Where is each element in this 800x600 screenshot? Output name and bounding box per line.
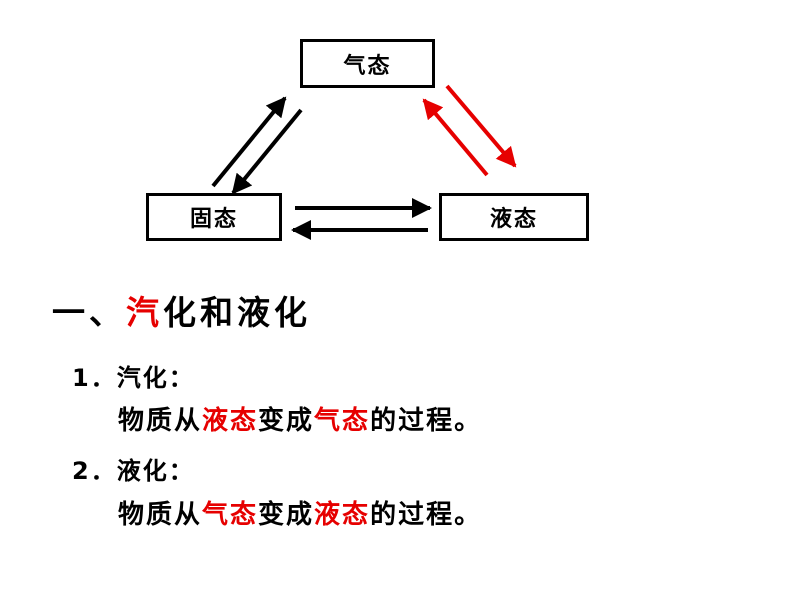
gas-state-label: 气态: [343, 53, 392, 79]
gas-to-liquid-arrow: [445, 84, 517, 168]
definition-from-state: 液态: [202, 406, 259, 436]
definition-suffix: 的过程。: [370, 500, 483, 530]
definition-prefix: 物质从: [118, 500, 203, 530]
liquefaction-title: 2．液化：: [72, 457, 195, 485]
definition-middle: 变成: [258, 500, 315, 530]
heading-red-char: 汽: [126, 293, 163, 332]
heading-text: 化和液化: [163, 293, 311, 332]
solid-to-gas-arrow: [211, 96, 287, 188]
definition-middle: 变成: [258, 406, 315, 436]
definition-to-state: 液态: [314, 500, 371, 530]
liquid-state-box: 液态: [439, 193, 589, 241]
solid-state-label: 固态: [189, 207, 238, 232]
gas-to-solid-arrow: [231, 108, 303, 195]
vaporization-definition: 物质从液态变成气态的过程。: [118, 400, 482, 437]
definition-suffix: 的过程。: [370, 406, 483, 436]
liquid-state-label: 液态: [489, 207, 538, 232]
liquefaction-definition: 物质从气态变成液态的过程。: [118, 494, 482, 531]
definition-from-state: 气态: [202, 500, 259, 530]
vaporization-title: 1．汽化：: [72, 364, 195, 392]
heading-number: 一、: [52, 293, 126, 332]
definition-to-state: 气态: [314, 406, 371, 436]
section-heading: 一、汽化和液化: [52, 286, 311, 334]
solid-state-box: 固态: [146, 193, 282, 241]
liquid-to-gas-arrow: [422, 98, 489, 177]
definition-prefix: 物质从: [118, 406, 203, 436]
gas-state-box: 气态: [300, 39, 435, 88]
